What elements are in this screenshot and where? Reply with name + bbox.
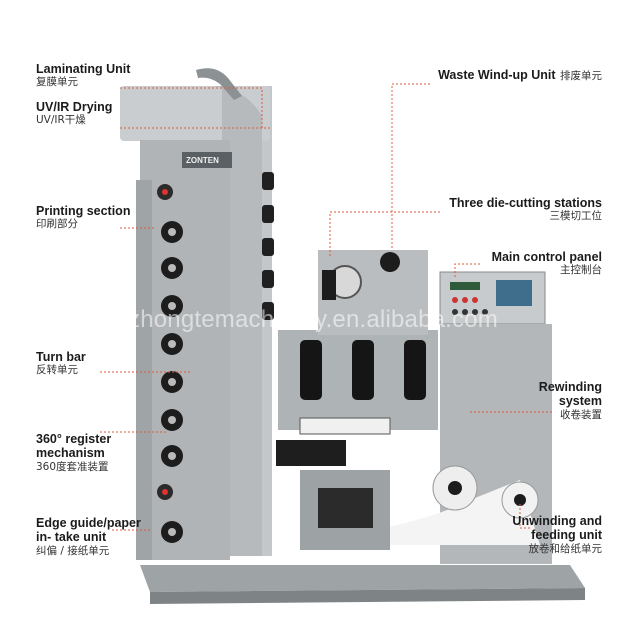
label-control-en: Main control panel [491, 250, 602, 264]
machine-base [140, 565, 585, 592]
label-laminating-en: Laminating Unit [36, 62, 131, 76]
label-diecut-cn: 三模切工位 [549, 210, 603, 223]
duct [196, 68, 242, 100]
label-edge-en2: in- take unit [36, 530, 107, 545]
leader-lines [100, 83, 552, 531]
label-waste-en: Waste Wind-up Unit [438, 68, 556, 82]
label-rewind-en2: system [558, 394, 602, 409]
label-edge-en1: Edge guide/paper [36, 516, 141, 530]
label-waste-cn: 排废单元 [560, 70, 602, 82]
label-turn-bar: Turn bar 反转单元 [36, 350, 86, 376]
label-laminating-cn: 复膜单元 [36, 76, 78, 89]
label-main-control-panel: Main control panel 主控制台 [492, 250, 602, 276]
label-rewind-cn: 收卷装置 [560, 408, 602, 421]
brand-plate: ZONTEN [186, 156, 219, 165]
label-die-cutting: Three die-cutting stations 三模切工位 [449, 196, 602, 222]
label-unwind-en1: Unwinding and [512, 514, 602, 528]
print-units [157, 184, 183, 543]
label-rewind-en1: Rewinding [538, 380, 602, 394]
label-unwind-cn: 放卷和给纸单元 [528, 542, 603, 555]
label-printing-en: Printing section [36, 204, 131, 218]
watermark: zhongtemachinery.en.alibaba.com [128, 306, 498, 333]
label-unwind-en2: feeding unit [531, 528, 602, 543]
label-register-en2: mechanism [36, 446, 105, 461]
label-control-cn: 主控制台 [560, 264, 602, 277]
label-rewinding-system: Rewinding system 收卷装置 [539, 380, 602, 421]
label-edge-guide: Edge guide/paper in- take unit 纠偏 / 接纸单元 [36, 516, 141, 557]
label-printing-cn: 印刷部分 [36, 218, 78, 231]
label-waste-wind-up: Waste Wind-up Unit 排废单元 [438, 66, 602, 84]
label-uv-ir-drying: UV/IR Drying UV/IR干燥 [36, 100, 112, 126]
label-register-en1: 360° register [36, 432, 112, 446]
label-turnbar-cn: 反转单元 [36, 364, 78, 377]
label-uvir-cn: UV/IR干燥 [36, 114, 86, 127]
label-uvir-en: UV/IR Drying [36, 100, 113, 114]
label-edge-cn: 纠偏 / 接纸单元 [36, 544, 110, 557]
label-printing-section: Printing section 印刷部分 [36, 204, 130, 230]
label-laminating-unit: Laminating Unit 复膜单元 [36, 62, 130, 88]
label-register-mechanism: 360° register mechanism 360度套准装置 [36, 432, 111, 473]
label-register-cn: 360度套准装置 [36, 460, 109, 473]
label-unwinding-feeding: Unwinding and feeding unit 放卷和给纸单元 [512, 514, 602, 555]
label-turnbar-en: Turn bar [36, 350, 86, 364]
label-diecut-en: Three die-cutting stations [449, 196, 602, 210]
